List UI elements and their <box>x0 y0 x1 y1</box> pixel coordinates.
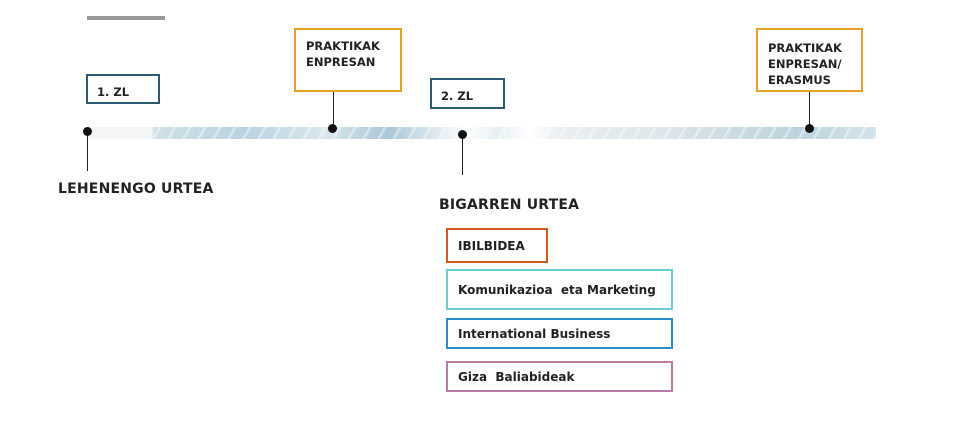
year-label-second: BIGARREN URTEA <box>439 197 580 213</box>
track-komunikazioa-marketing: Komunikazioa eta Marketing <box>446 269 673 310</box>
timeline-dot-start <box>83 127 92 136</box>
track-international-business: International Business <box>446 318 673 349</box>
milestone-zl-1: 1. ZL <box>86 74 160 104</box>
connector-second-year <box>462 135 463 175</box>
timeline-dot-praktikak-2 <box>805 124 814 133</box>
milestone-praktikak-enpresan: PRAKTIKAK ENPRESAN <box>294 28 402 92</box>
track-giza-baliabideak: Giza Baliabideak <box>446 361 673 392</box>
top-accent-bar <box>87 16 165 20</box>
connector-praktikak-1 <box>333 91 334 129</box>
milestone-praktikak-enpresan-erasmus: PRAKTIKAK ENPRESAN/ ERASMUS <box>756 28 863 92</box>
milestone-zl-2: 2. ZL <box>430 78 505 109</box>
timeline-dot-praktikak-1 <box>328 124 337 133</box>
connector-first-year <box>87 131 88 171</box>
connector-praktikak-2 <box>809 91 810 129</box>
timeline-dot-second-year <box>458 130 467 139</box>
timeline-bar-start-segment <box>88 127 152 139</box>
track-header-ibilbidea: IBILBIDEA <box>446 228 548 263</box>
timeline-bar-texture <box>88 127 876 139</box>
year-label-first: LEHENENGO URTEA <box>58 181 214 197</box>
timeline-bar <box>88 127 876 139</box>
